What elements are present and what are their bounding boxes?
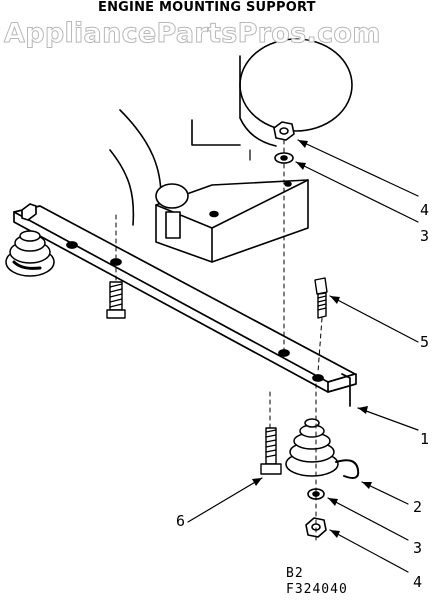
rail-hole xyxy=(110,258,122,266)
callout-4-bottom: 4 xyxy=(413,573,423,591)
block-lug xyxy=(165,211,181,239)
callout-4-top: 4 xyxy=(420,201,430,219)
site-watermark: AppliancePartsPros.com xyxy=(4,18,381,50)
engine-frame-line xyxy=(191,119,241,146)
bolt-6 xyxy=(260,427,282,475)
rail-end-nut xyxy=(21,203,37,221)
leader-4a xyxy=(297,139,419,197)
figure-number: F324040 xyxy=(286,582,348,597)
support-rail xyxy=(13,203,357,407)
leader-arrowheads xyxy=(252,140,372,538)
engine-cover-curve-2 xyxy=(109,149,135,226)
leader-6 xyxy=(187,477,263,523)
block-boss xyxy=(155,183,189,209)
leader-1 xyxy=(357,407,419,431)
engine-cover-curve xyxy=(119,109,162,211)
rail-hole xyxy=(66,241,78,249)
mounting-block xyxy=(155,179,309,263)
leader-3b xyxy=(327,497,409,541)
alignment-lines xyxy=(115,139,323,541)
callout-5: 5 xyxy=(420,333,430,351)
rail-hole xyxy=(312,374,324,382)
callout-6: 6 xyxy=(176,512,186,530)
callout-1: 1 xyxy=(420,430,430,448)
top-nut xyxy=(273,121,295,141)
engine-cylinder-body xyxy=(239,55,277,147)
engine-cylinder-end xyxy=(239,38,353,132)
section-code: B2 xyxy=(286,566,304,581)
left-bolt xyxy=(106,281,126,319)
bolt-5 xyxy=(314,277,328,319)
leader-4b xyxy=(329,529,409,573)
leader-3a xyxy=(295,161,419,223)
diagram-title: ENGINE MOUNTING SUPPORT xyxy=(98,0,316,15)
callout-2: 2 xyxy=(413,498,423,516)
leader-5 xyxy=(329,295,419,343)
rail-hole xyxy=(278,349,290,357)
left-shock-mount xyxy=(5,230,55,277)
callout-3-top: 3 xyxy=(420,227,430,245)
bottom-shock-mount xyxy=(285,418,360,479)
callout-3-bottom: 3 xyxy=(413,539,423,557)
